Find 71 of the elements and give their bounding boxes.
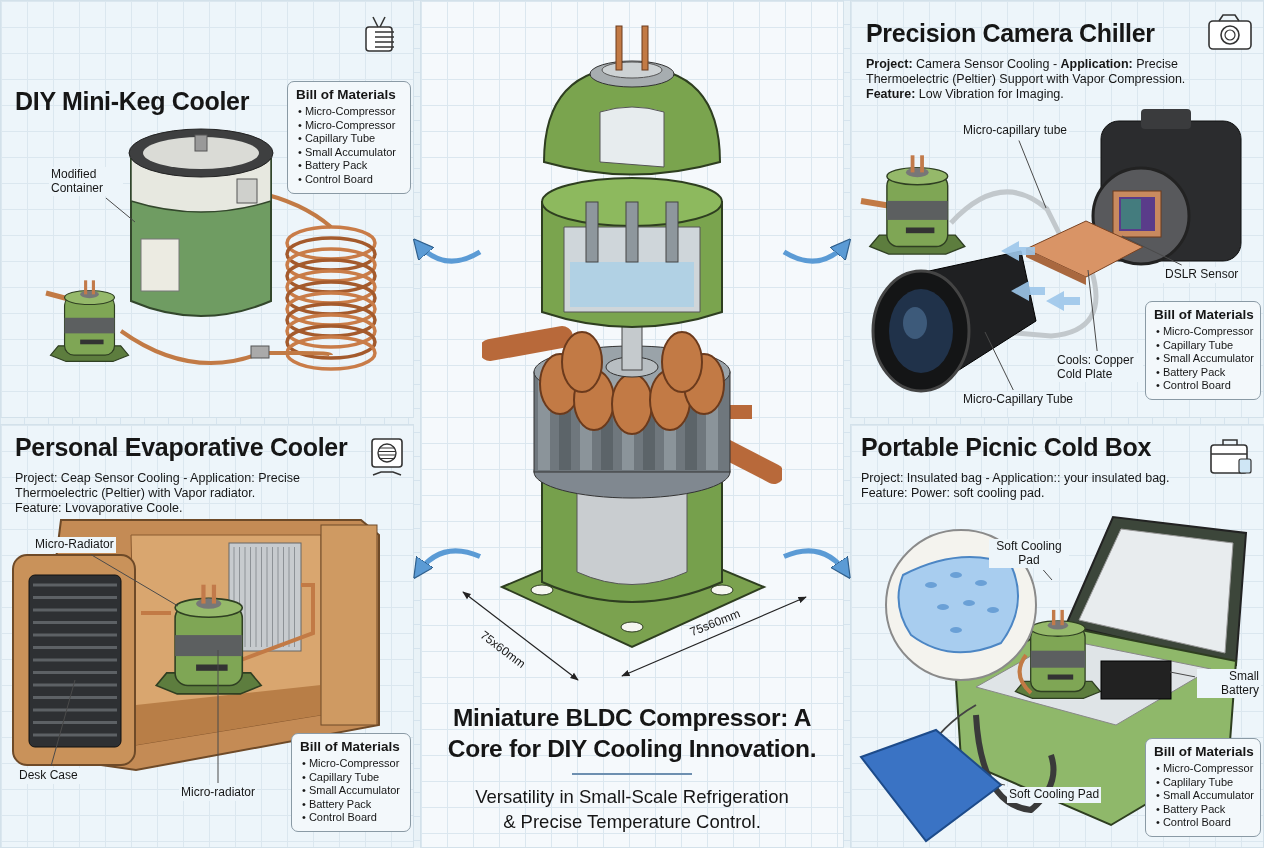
list-item: • Control Board	[1156, 379, 1232, 393]
list-item: • Caplilary Tube	[1156, 775, 1235, 790]
leader-line	[1018, 140, 1047, 209]
list-item: • Micro-Compressor	[302, 757, 401, 771]
list-item: • Micro-Compressor	[1156, 325, 1254, 339]
card-heading: Bill of Materials	[1154, 307, 1254, 322]
project-description: Project: Ceap Sensor Cooling - Application: Precise Thermoelectric (Peltier) with Vapor radiator.	[15, 471, 301, 501]
bill-of-materials-card	[1145, 301, 1261, 400]
diagram-caption: Versatility in Small-Scale Refrigeration & Precise Temperature Control.	[474, 785, 790, 834]
list-item: • Micro-Compressor	[298, 105, 397, 119]
card-heading: Bill of Materials	[296, 87, 397, 102]
callout-label: Soft Cooling Pad	[989, 539, 1069, 568]
leader-line	[1169, 671, 1196, 678]
project-description: Feature: Lvovaporative Coole.	[15, 501, 184, 516]
bill-of-materials-card	[1145, 738, 1261, 837]
leader-line	[90, 554, 179, 607]
curved-arrow	[413, 548, 481, 579]
project-description: Feature: Low Vibration for Imaging.	[866, 87, 1065, 102]
project-description: Project: Camera Sensor Cooling - Application: Precise Thermoelectric (Peltier) Support with Vapor Compression.	[866, 57, 1187, 87]
list-item: • Small Accumulator	[1156, 789, 1254, 803]
curved-arrow	[783, 548, 851, 579]
list-item: • Battery Pack	[1156, 365, 1227, 380]
diagram-title: Miniature BLDC Compressor: A Core for DIY Cooling Innovation.	[446, 703, 818, 764]
list-item: • Capillary Tube	[298, 132, 377, 146]
project-panel	[850, 424, 1264, 848]
callout-label: Micro-Radiator	[33, 537, 116, 553]
bill-of-materials-card	[287, 81, 411, 194]
callout-label: Micro-radiator	[179, 785, 257, 801]
project-description: Feature: Power: soft cooling pad.	[861, 486, 1046, 501]
curved-arrow	[412, 238, 482, 264]
curved-arrow	[782, 238, 852, 264]
list-item: • Battery Pack	[302, 797, 373, 812]
list-item: • Micro-Compressor	[298, 118, 397, 133]
leader-line	[984, 331, 1014, 391]
list-item: • Control Board	[298, 172, 374, 187]
callout-label: Desk Case	[17, 768, 80, 784]
callout-label: Micro-capillary tube	[961, 123, 1070, 139]
list-item: • Small Accumulator	[1156, 352, 1254, 366]
project-description: Project: Insulated bag - Application:: your insulated bag.	[861, 471, 1171, 486]
panel-title: Portable Picnic Cold Box	[861, 433, 1152, 462]
panel-title: DIY Mini-Keg Cooler	[15, 87, 250, 116]
list-item: • Battery Pack	[298, 159, 369, 173]
leader-line	[1087, 269, 1098, 352]
list-item: • Small Accumulator	[302, 784, 401, 798]
leader-line	[217, 649, 219, 784]
callout-label: DSLR Sensor	[1163, 267, 1241, 283]
project-panel	[0, 424, 414, 848]
leader-line	[105, 197, 136, 223]
list-item: • Control Board	[302, 811, 378, 825]
list-item: • Battery Pack	[1156, 802, 1227, 817]
project-panel	[0, 0, 414, 418]
card-heading: Bill of Materials	[300, 739, 401, 754]
callout-label: Modified Container	[49, 167, 123, 196]
panel-title: Precision Camera Chiller	[866, 19, 1155, 48]
bill-of-materials-card	[291, 733, 411, 832]
callout-label: Cools: Copper Cold Plate	[1055, 353, 1143, 382]
card-heading: Bill of Materials	[1154, 744, 1254, 759]
leader-line	[999, 783, 1006, 786]
list-item: • Micro-Compressor	[1156, 762, 1254, 776]
list-item: • Small Accumulator	[298, 145, 397, 160]
list-item: • Control Board	[1156, 816, 1232, 830]
callout-label: Small Battery	[1197, 669, 1261, 698]
leader-line	[50, 679, 76, 767]
leader-line	[1121, 235, 1183, 266]
callout-label: Micro-Capillary Tube	[961, 392, 1076, 408]
panel-title: Personal Evaporative Cooler	[15, 433, 348, 462]
list-item: • Capillary Tube	[302, 770, 381, 785]
callout-label: Soft Cooling Pad	[1007, 787, 1102, 803]
project-panel	[850, 0, 1264, 418]
list-item: • Capillary Tube	[1156, 338, 1235, 353]
leader-line	[1042, 569, 1053, 581]
